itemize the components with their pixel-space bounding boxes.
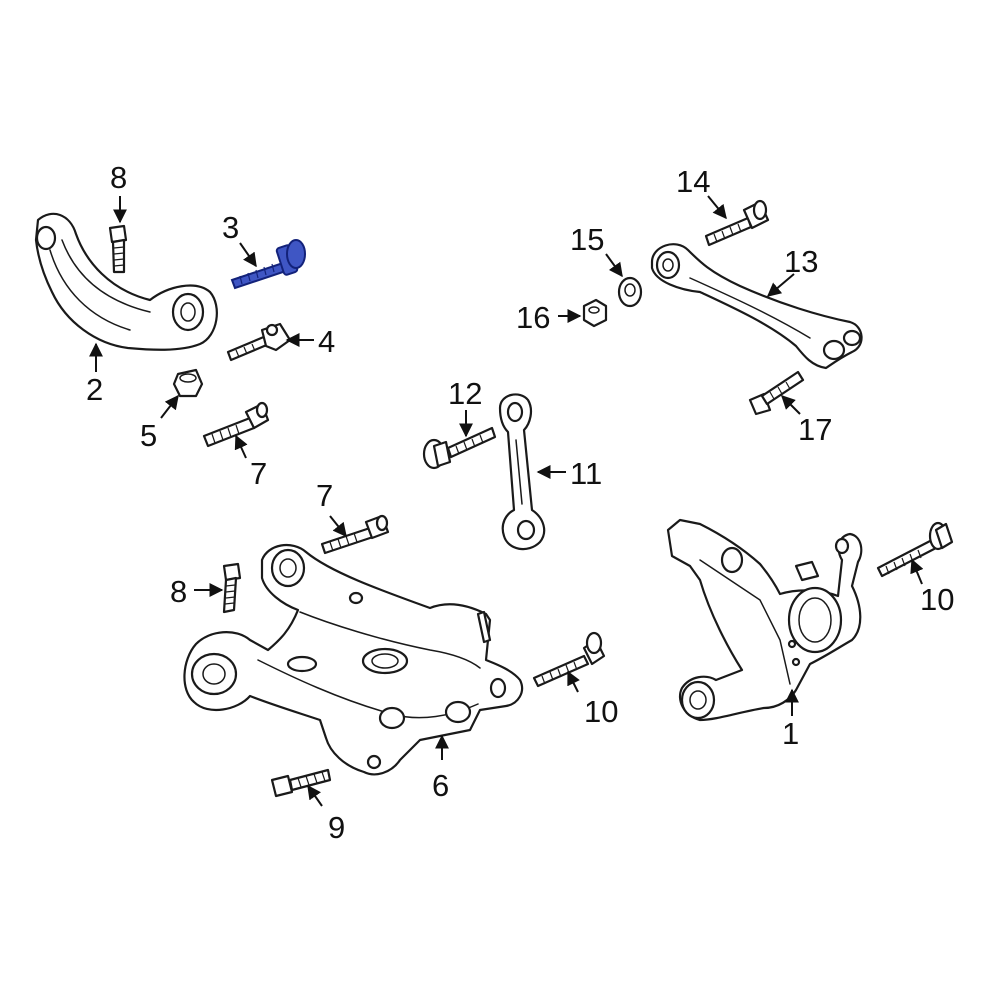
leader-lines	[89, 195, 924, 807]
callout-10b: 10	[920, 582, 954, 617]
knuckle[interactable]	[666, 518, 863, 722]
callout-13: 13	[784, 244, 818, 279]
bolt-10-center[interactable]	[532, 631, 606, 688]
upper-control-arm[interactable]	[34, 212, 218, 351]
leader-17	[781, 395, 801, 415]
callout-16: 16	[516, 300, 550, 335]
callout-6: 6	[432, 768, 449, 803]
bolt-8-top[interactable]	[108, 224, 128, 274]
rear-subframe[interactable]	[183, 543, 524, 776]
leader-14	[707, 195, 727, 220]
bolt-12[interactable]	[422, 426, 497, 470]
toe-link[interactable]	[498, 393, 546, 551]
bolt-7-lower[interactable]	[320, 514, 390, 555]
nut-16[interactable]	[582, 298, 608, 328]
leader-10b	[910, 558, 924, 585]
bolt-9[interactable]	[270, 768, 332, 798]
leader-7a	[234, 434, 248, 459]
callout-15: 15	[570, 222, 604, 257]
callout-14: 14	[676, 164, 710, 199]
cam-bolt[interactable]	[226, 322, 292, 362]
callout-5: 5	[140, 418, 157, 453]
bolt-17[interactable]	[748, 370, 805, 416]
callout-1: 1	[782, 716, 799, 751]
callout-9: 9	[328, 810, 345, 845]
callout-17: 17	[798, 412, 832, 447]
leader-7b	[329, 515, 347, 538]
adjusting-bolt-highlighted[interactable]	[230, 239, 306, 290]
nut-5[interactable]	[172, 368, 204, 398]
callout-10a: 10	[584, 694, 618, 729]
bolt-14[interactable]	[704, 199, 770, 247]
callout-2: 2	[86, 372, 103, 407]
leader-3	[239, 242, 257, 268]
leader-5	[160, 394, 179, 419]
callout-7a: 7	[250, 456, 267, 491]
leader-15	[605, 253, 623, 278]
leader-9	[307, 784, 323, 807]
bolt-7-upper[interactable]	[202, 401, 270, 448]
callout-3: 3	[222, 210, 239, 245]
callout-4: 4	[318, 324, 335, 359]
callout-12: 12	[448, 376, 482, 411]
callout-7b: 7	[316, 478, 333, 513]
leader-10a	[567, 670, 580, 693]
lower-control-arm[interactable]	[650, 243, 863, 370]
bolt-10-right[interactable]	[876, 521, 954, 578]
callout-labels: 1 2 3 4 5 6 7 7 8 8 9 10 10 11 12 13 14 …	[86, 160, 954, 845]
callout-11: 11	[570, 456, 602, 491]
bushing-15[interactable]	[617, 276, 643, 308]
bolt-8-lower[interactable]	[222, 562, 242, 614]
callout-8b: 8	[170, 574, 187, 609]
leader-13	[766, 273, 795, 297]
callout-8a: 8	[110, 160, 127, 195]
